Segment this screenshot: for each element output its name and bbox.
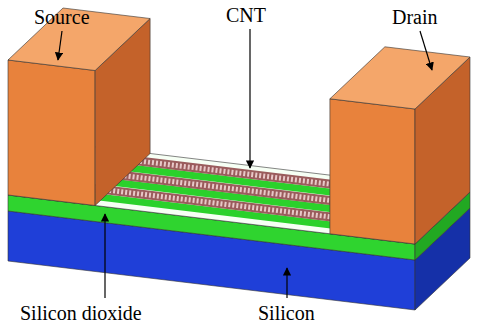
part-label: Drain [392, 6, 438, 28]
leader-line [249, 29, 250, 168]
drain-contact-top [330, 47, 470, 109]
leader-line [104, 214, 105, 298]
part-label: CNT [226, 4, 266, 26]
part-label: Silicon dioxide [20, 302, 142, 324]
drain-contact-front [330, 99, 415, 244]
contacts [8, 8, 470, 244]
source-contact-front [8, 60, 95, 206]
leader-line [420, 31, 432, 70]
leader-line [286, 268, 287, 298]
leader-lines [58, 29, 432, 298]
leader-line [58, 31, 62, 60]
part-label: Silicon [258, 302, 315, 324]
part-label: Source [34, 6, 90, 28]
